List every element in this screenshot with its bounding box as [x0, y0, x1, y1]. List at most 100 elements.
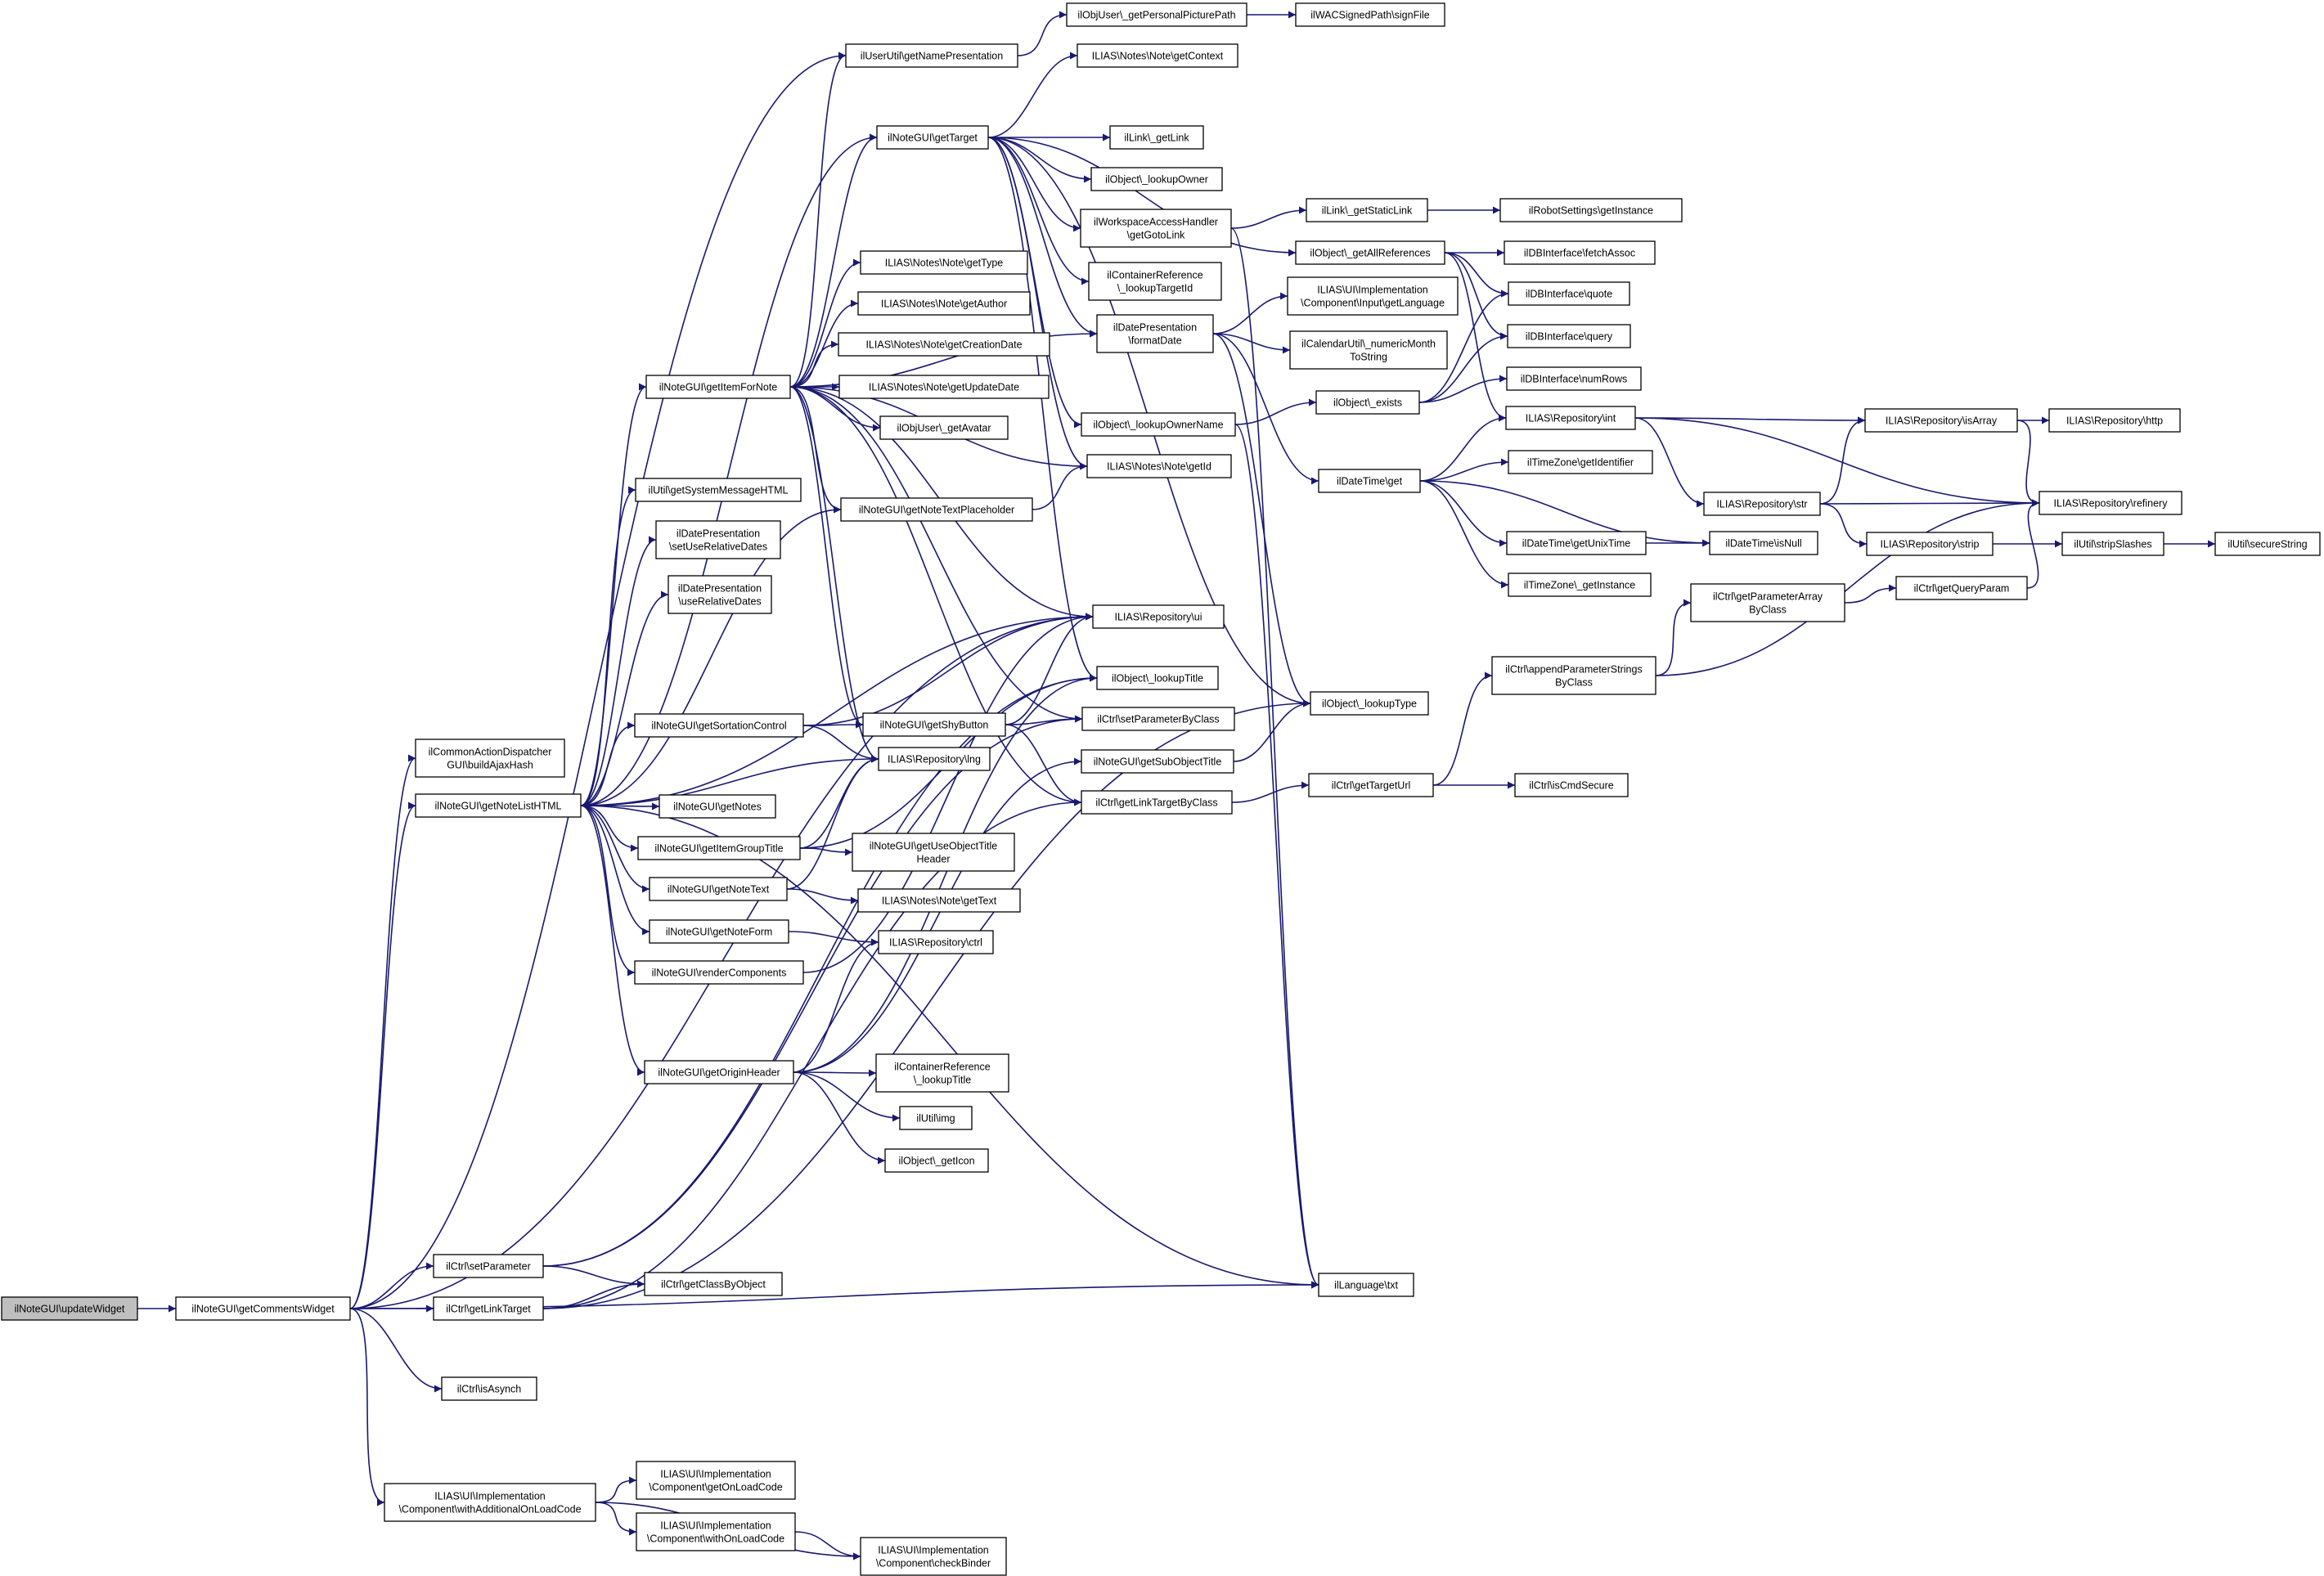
node-db_query[interactable]: ilDBInterface\query — [1507, 324, 1631, 348]
node-link_getLink[interactable]: ilLink\_getLink — [1109, 125, 1204, 150]
node-ctrl_setParameter[interactable]: ilCtrl\setParameter — [433, 1254, 544, 1278]
node-box — [1703, 492, 1821, 516]
node-note_getUpdateDate[interactable]: ILIAS\Notes\Note\getUpdateDate — [838, 375, 1050, 399]
node-getLinkTargetByClass[interactable]: ilCtrl\getLinkTargetByClass — [1081, 790, 1233, 815]
node-getNoteListHTML[interactable]: ilNoteGUI\getNoteListHTML — [415, 793, 582, 818]
node-getAllReferences[interactable]: ilObject\_getAllReferences — [1295, 240, 1445, 265]
node-repo_ui[interactable]: ILIAS\Repository\ui — [1092, 604, 1225, 629]
node-container_lookupTitle[interactable]: ilContainerReference\_lookupTitle — [875, 1053, 1009, 1093]
node-tz_getInstance[interactable]: ilTimeZone\_getInstance — [1508, 572, 1652, 597]
node-repo_strip[interactable]: ILIAS\Repository\strip — [1866, 532, 1994, 556]
node-getSubObjectTitle[interactable]: ilNoteGUI\getSubObjectTitle — [1081, 749, 1234, 774]
node-lookupTargetId[interactable]: ilContainerReference\_lookupTargetId — [1088, 262, 1222, 301]
node-withAdditionalOnLoadCode[interactable]: ILIAS\UI\Implementation\Component\withAd… — [384, 1483, 596, 1522]
edge-getShyButton-to-getLinkTargetByClass — [1005, 724, 1082, 806]
node-setParameterByClass[interactable]: ilCtrl\setParameterByClass — [1081, 707, 1235, 731]
edge-line — [349, 801, 416, 1309]
node-getClassByObject[interactable]: ilCtrl\getClassByObject — [644, 1272, 783, 1296]
node-buildAjaxHash[interactable]: ilCommonActionDispatcherGUI\buildAjaxHas… — [415, 739, 565, 778]
node-getGotoLink[interactable]: ilWorkspaceAccessHandler\getGotoLink — [1080, 209, 1232, 248]
edge-withAdditionalOnLoadCode-to-withOnLoadCode — [595, 1502, 637, 1536]
node-signFile[interactable]: ilWACSignedPath\signFile — [1295, 2, 1445, 27]
node-isCmdSecure[interactable]: ilCtrl\isCmdSecure — [1514, 773, 1629, 797]
node-obj_exists[interactable]: ilObject\_exists — [1315, 390, 1420, 415]
node-getSystemMessageHTML[interactable]: ilUtil\getSystemMessageHTML — [635, 478, 802, 502]
node-getNoteForm[interactable]: ilNoteGUI\getNoteForm — [649, 919, 789, 944]
node-robot_getInstance[interactable]: ilRobotSettings\getInstance — [1499, 198, 1683, 222]
node-label: ilObject\_getAllReferences — [1310, 247, 1430, 258]
node-getIcon[interactable]: ilObject\_getIcon — [884, 1148, 989, 1173]
node-box — [1508, 281, 1630, 306]
node-dt_get[interactable]: ilDateTime\get — [1318, 469, 1421, 493]
node-getUnixTime[interactable]: ilDateTime\getUnixTime — [1506, 531, 1647, 555]
node-repo_refinery[interactable]: ILIAS\Repository\refinery — [2039, 491, 2182, 515]
node-note_getContext[interactable]: ILIAS\Notes\Note\getContext — [1077, 43, 1238, 68]
node-secureString[interactable]: ilUtil\secureString — [2214, 532, 2321, 556]
node-repo_http[interactable]: ILIAS\Repository\http — [2048, 408, 2181, 433]
node-useRelativeDates[interactable]: ilDatePresentation\useRelativeDates — [668, 575, 772, 614]
node-note_getText[interactable]: ILIAS\Notes\Note\getText — [857, 888, 1021, 913]
node-ctrl_isAsynch[interactable]: ilCtrl\isAsynch — [441, 1376, 537, 1401]
node-getItemForNote[interactable]: ilNoteGUI\getItemForNote — [645, 375, 791, 399]
node-getQueryParam[interactable]: ilCtrl\getQueryParam — [1895, 576, 2028, 600]
node-note_getType[interactable]: ILIAS\Notes\Note\getType — [860, 250, 1028, 275]
node-dt_isNull[interactable]: ilDateTime\isNull — [1709, 531, 1818, 555]
node-repo_ctrl[interactable]: ILIAS\Repository\ctrl — [878, 930, 994, 954]
node-getOriginHeader[interactable]: ilNoteGUI\getOriginHeader — [644, 1060, 794, 1084]
node-checkBinder[interactable]: ILIAS\UI\Implementation\Component\checkB… — [860, 1537, 1007, 1576]
node-lookupOwnerName[interactable]: ilObject\_lookupOwnerName — [1081, 412, 1236, 437]
node-note_getAuthor[interactable]: ILIAS\Notes\Note\getAuthor — [857, 291, 1031, 316]
node-formatDate[interactable]: ilDatePresentation\formatDate — [1096, 314, 1214, 353]
node-getShyButton[interactable]: ilNoteGUI\getShyButton — [862, 712, 1006, 737]
node-lookupOwner[interactable]: ilObject\_lookupOwner — [1090, 167, 1223, 191]
node-repo_lng[interactable]: ILIAS\Repository\lng — [878, 747, 991, 771]
edge-lookupOwnerName-to-language_txt — [1234, 424, 1319, 1289]
node-input_getLanguage[interactable]: ILIAS\UI\Implementation\Component\Input\… — [1287, 276, 1459, 316]
node-updateWidget[interactable]: ilNoteGUI\updateWidget — [1, 1296, 138, 1321]
node-getNotes[interactable]: ilNoteGUI\getNotes — [659, 794, 776, 819]
node-note_getCreationDate[interactable]: ILIAS\Notes\Note\getCreationDate — [838, 332, 1050, 357]
node-util_img[interactable]: ilUtil\img — [899, 1106, 973, 1130]
node-ctrl_getLinkTarget[interactable]: ilCtrl\getLinkTarget — [433, 1296, 544, 1321]
node-getStaticLink[interactable]: ilLink\_getStaticLink — [1306, 198, 1428, 222]
node-fetchAssoc[interactable]: ilDBInterface\fetchAssoc — [1504, 240, 1656, 265]
node-getNoteText[interactable]: ilNoteGUI\getNoteText — [649, 877, 788, 901]
node-lookupType[interactable]: ilObject\_lookupType — [1310, 691, 1429, 716]
node-repo_int[interactable]: ILIAS\Repository\int — [1505, 406, 1636, 430]
node-renderComponents[interactable]: ilNoteGUI\renderComponents — [634, 960, 804, 985]
edge-line — [789, 340, 839, 388]
node-setUseRelativeDates[interactable]: ilDatePresentation\setUseRelativeDates — [655, 520, 781, 559]
node-label: ilNoteGUI\getNoteListHTML — [435, 800, 562, 811]
node-box — [634, 713, 804, 738]
node-box — [659, 794, 776, 819]
node-language_txt[interactable]: ilLanguage\txt — [1318, 1273, 1414, 1297]
node-getOnLoadCode[interactable]: ILIAS\UI\Implementation\Component\getOnL… — [636, 1461, 796, 1500]
node-getSortationControl[interactable]: ilNoteGUI\getSortationControl — [634, 713, 804, 738]
node-repo_str[interactable]: ILIAS\Repository\str — [1703, 492, 1821, 516]
node-note_getId[interactable]: ILIAS\Notes\Note\getId — [1086, 454, 1232, 478]
node-getPersonalPicturePath[interactable]: ilObjUser\_getPersonalPicturePath — [1066, 2, 1247, 27]
node-label: ILIAS\Repository\ctrl — [889, 936, 982, 948]
node-stripSlashes[interactable]: ilUtil\stripSlashes — [2061, 532, 2164, 556]
node-withOnLoadCode[interactable]: ILIAS\UI\Implementation\Component\withOn… — [636, 1512, 796, 1551]
node-numRows[interactable]: ilDBInterface\numRows — [1506, 366, 1642, 391]
node-label: ilCtrl\getTargetUrl — [1332, 779, 1411, 791]
node-getTargetUrl[interactable]: ilCtrl\getTargetUrl — [1308, 773, 1434, 797]
node-getAvatar[interactable]: ilObjUser\_getAvatar — [879, 415, 1009, 440]
node-getItemGroupTitle[interactable]: ilNoteGUI\getItemGroupTitle — [637, 836, 801, 860]
node-getNameInterpretation[interactable]: ilUserUtil\getNamePresentation — [845, 43, 1018, 68]
node-label: ilUtil\stripSlashes — [2074, 538, 2151, 550]
node-db_quote[interactable]: ilDBInterface\quote — [1508, 281, 1630, 306]
node-repo_isArray[interactable]: ILIAS\Repository\isArray — [1864, 408, 2018, 433]
edge-ctrl_setParameter-to-lookupTitle — [542, 674, 1098, 1267]
node-label: ilLanguage\txt — [1334, 1279, 1398, 1291]
node-getNoteTextPlaceholder[interactable]: ilNoteGUI\getNoteTextPlaceholder — [840, 497, 1033, 522]
node-tz_getIdentifier[interactable]: ilTimeZone\getIdentifier — [1508, 450, 1653, 474]
node-getTarget[interactable]: ilNoteGUI\getTarget — [876, 125, 989, 150]
node-lookupTitle[interactable]: ilObject\_lookupTitle — [1096, 666, 1219, 690]
node-getCommentsWidget[interactable]: ilNoteGUI\getCommentsWidget — [175, 1296, 351, 1321]
